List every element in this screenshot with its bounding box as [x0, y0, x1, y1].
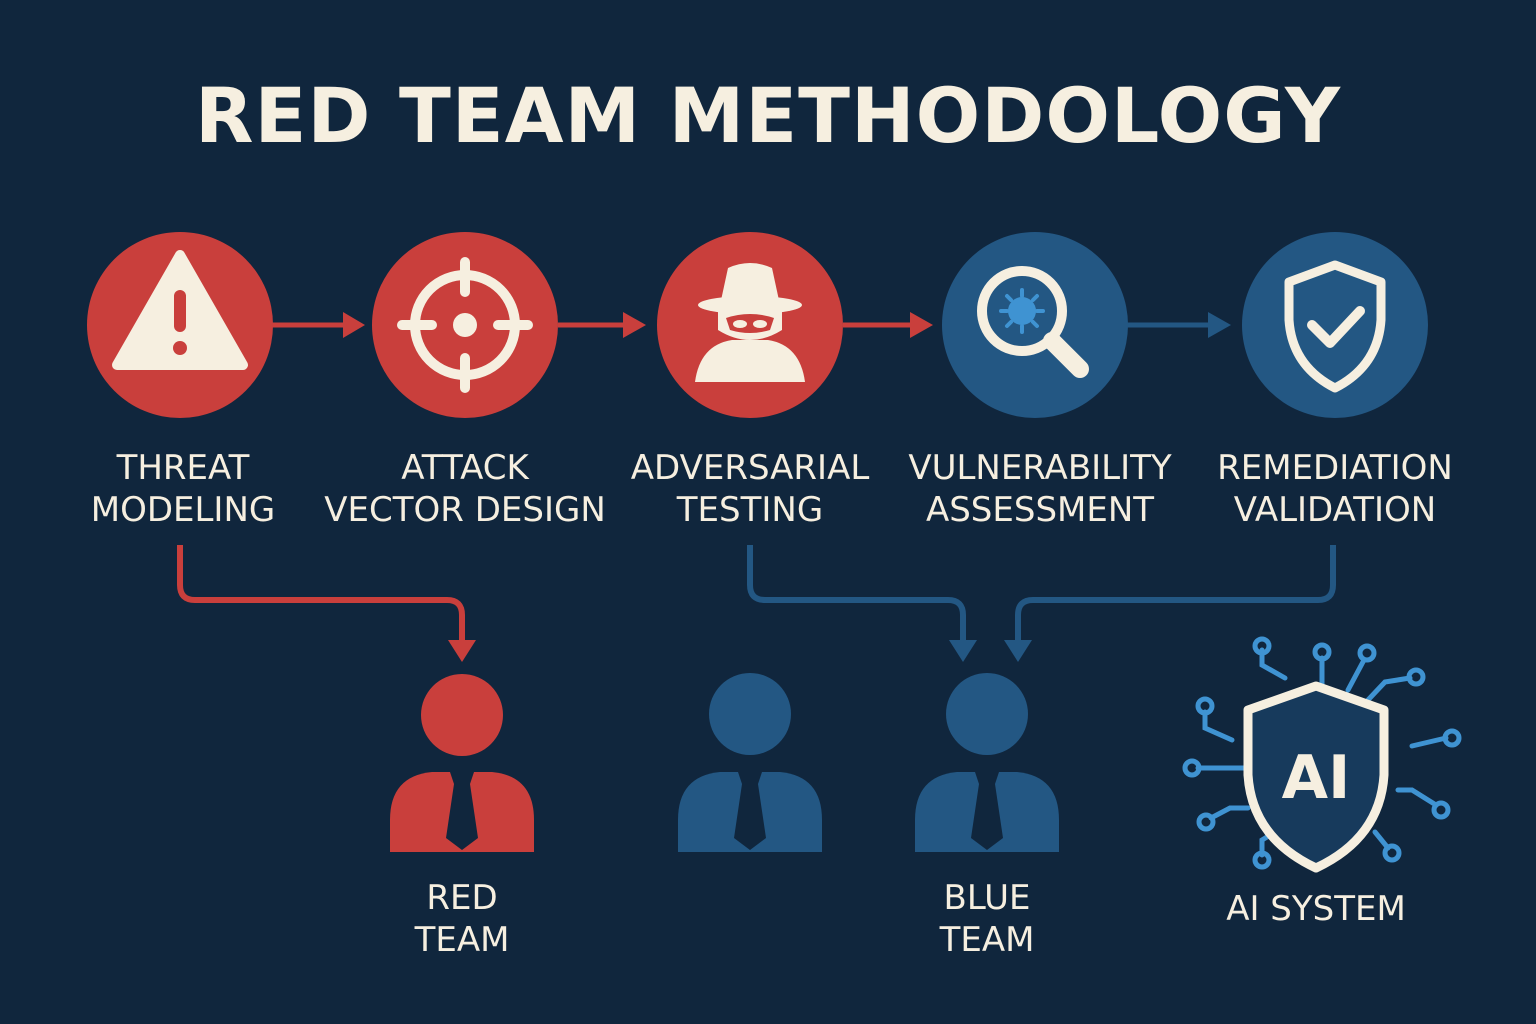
flow-arrow-2 [558, 312, 646, 338]
flow-arrow-1 [272, 312, 365, 338]
shield-check-icon [1284, 260, 1386, 393]
ai-system-label: AI SYSTEM [1226, 889, 1406, 929]
magnifier-bug-icon [977, 266, 1089, 378]
connector-to-red-team [177, 545, 476, 662]
flow-arrow-3 [843, 312, 933, 338]
spy-icon [695, 263, 805, 382]
red-person-icon [390, 674, 534, 852]
blue-person-icon [915, 673, 1059, 852]
flow-arrow-4 [1127, 312, 1231, 338]
connector-testing-to-blue-team [747, 545, 977, 662]
blue-person-icon-left [678, 673, 822, 852]
ai-badge-text: AI [1282, 743, 1351, 813]
connector-remediation-to-blue-team [1004, 545, 1336, 662]
diagram-title: RED TEAM METHODOLOGY [194, 71, 1341, 160]
crosshair-icon [397, 257, 533, 393]
ai-shield-icon: AI [1243, 681, 1389, 873]
warning-icon [112, 250, 248, 370]
